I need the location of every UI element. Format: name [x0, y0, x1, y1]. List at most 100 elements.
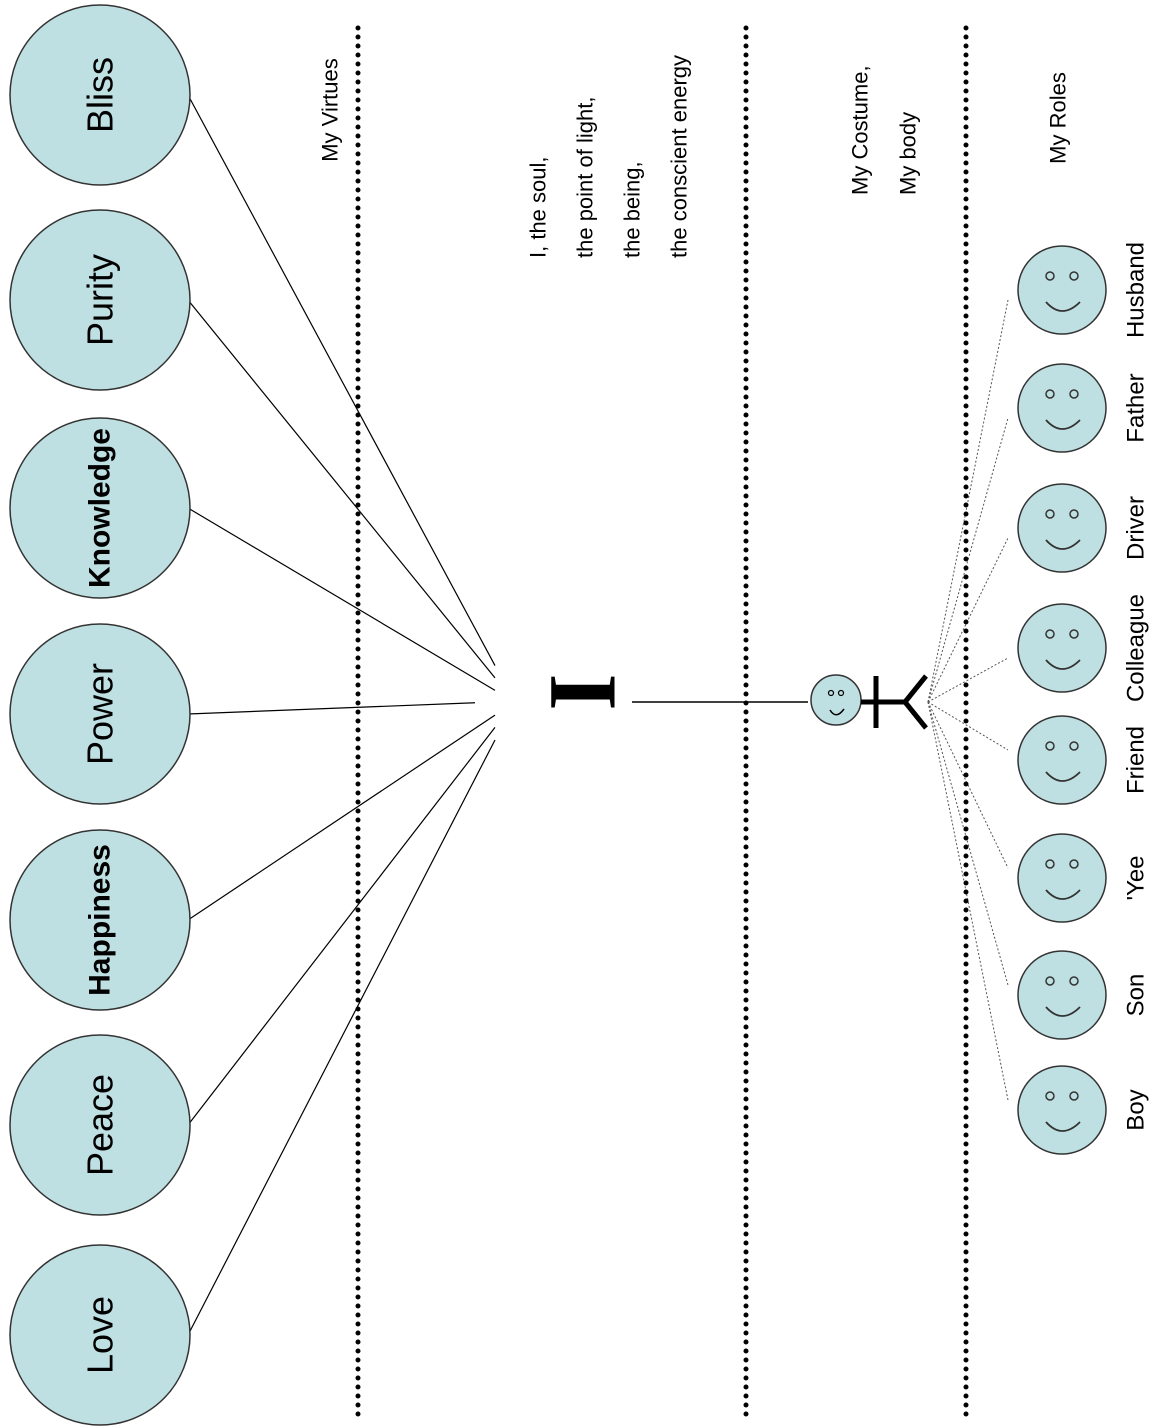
- role-face-eye: [1045, 741, 1055, 751]
- role-face-husband: Husband: [1017, 242, 1150, 338]
- role-face-mouth: [1045, 771, 1081, 782]
- soul-group: I: [529, 673, 808, 711]
- virtue-circle-shape: [9, 209, 191, 391]
- virtue-circle-peace: Peace: [9, 1034, 191, 1216]
- role-face-mouth: [1045, 419, 1081, 430]
- virtue-connector: [187, 739, 496, 1336]
- virtue-circle-shape: [9, 623, 191, 805]
- virtue-circle-bliss: Bliss: [9, 4, 191, 186]
- role-face-eye: [1069, 389, 1079, 399]
- role-connector: [927, 701, 1009, 986]
- role-face-eye: [1069, 629, 1079, 639]
- role-label: Father: [1123, 373, 1150, 442]
- role-label: Driver: [1123, 496, 1150, 560]
- body-eye: [827, 689, 835, 697]
- virtue-label: Knowledge: [84, 428, 117, 588]
- body-head: [810, 674, 862, 726]
- roles-label: My Roles: [1046, 72, 1071, 164]
- costume-description-line: My body: [896, 112, 921, 195]
- virtue-circle-purity: Purity: [9, 209, 191, 391]
- role-face-eye: [1045, 859, 1055, 869]
- role-face-eye: [1069, 271, 1079, 281]
- virtue-circle-knowledge: Knowledge: [9, 417, 191, 599]
- virtue-circle-power: Power: [9, 623, 191, 805]
- virtue-label: Love: [80, 1296, 121, 1374]
- role-face-circle: [1017, 245, 1107, 335]
- role-face-circle: [1017, 363, 1107, 453]
- role-connector: [927, 657, 1009, 703]
- virtue-connector: [187, 714, 496, 921]
- role-face-mouth: [1045, 1121, 1081, 1132]
- role-face-eye: [1045, 509, 1055, 519]
- role-face-yee: 'Yee: [1017, 833, 1150, 923]
- role-face-circle: [1017, 833, 1107, 923]
- virtue-label: Bliss: [80, 57, 121, 133]
- role-label: 'Yee: [1123, 855, 1150, 900]
- role-label: Boy: [1123, 1089, 1150, 1130]
- virtue-label: Peace: [80, 1074, 121, 1176]
- role-face-friend: Friend: [1017, 715, 1150, 805]
- virtue-connectors: [187, 94, 496, 1336]
- soul-description-line: the being,: [620, 161, 645, 258]
- body-mouth: [829, 708, 845, 716]
- body-leg: [903, 674, 928, 704]
- role-face-circle: [1017, 603, 1107, 693]
- virtue-connector: [187, 727, 496, 1126]
- role-face-circle: [1017, 950, 1107, 1040]
- costume-description-line: My Costume,: [848, 65, 873, 195]
- body-figure: [810, 674, 928, 730]
- role-face-father: Father: [1017, 363, 1150, 453]
- role-connector: [927, 701, 1009, 751]
- role-face-eye: [1045, 1091, 1055, 1101]
- soul-description-line: the conscient energy: [667, 55, 692, 258]
- virtue-circle-shape: [9, 829, 191, 1011]
- role-face-eye: [1069, 1091, 1079, 1101]
- virtue-label: Purity: [80, 254, 121, 346]
- soul-symbol: I: [529, 673, 636, 710]
- role-face-circle: [1017, 1065, 1107, 1155]
- soul-description-line: I, the soul,: [526, 156, 551, 258]
- virtue-circle-shape: [9, 417, 191, 599]
- role-face-eye: [1069, 859, 1079, 869]
- role-face-mouth: [1045, 659, 1081, 670]
- soul-description-line: the point of light,: [573, 97, 598, 258]
- role-face-mouth: [1045, 889, 1081, 900]
- role-label: Colleague: [1123, 594, 1150, 702]
- role-label: Husband: [1123, 242, 1150, 338]
- role-face-colleague: Colleague: [1017, 594, 1150, 702]
- virtue-circle-shape: [9, 1244, 191, 1426]
- role-label: Son: [1123, 974, 1150, 1017]
- virtue-circles: BlissPurityKnowledgePowerHappinessPeaceL…: [9, 4, 191, 1426]
- virtues-label: My Virtues: [318, 58, 343, 162]
- role-connector: [927, 537, 1009, 703]
- virtue-circle-love: Love: [9, 1244, 191, 1426]
- role-label: Friend: [1123, 726, 1150, 794]
- role-face-circle: [1017, 483, 1107, 573]
- role-face-eye: [1069, 741, 1079, 751]
- body-eye: [837, 689, 845, 697]
- role-connectors: [927, 299, 1009, 1101]
- virtue-circle-happiness: Happiness: [9, 829, 191, 1011]
- virtue-label: Power: [80, 663, 121, 765]
- virtue-label: Happiness: [84, 844, 117, 996]
- dotted-dividers: [355, 25, 969, 1421]
- role-connector: [927, 299, 1009, 703]
- virtue-connector: [187, 702, 476, 715]
- virtue-connector: [187, 94, 496, 666]
- role-face-boy: Boy: [1017, 1065, 1150, 1155]
- role-face-eye: [1045, 271, 1055, 281]
- role-face-mouth: [1045, 539, 1081, 550]
- role-face-eye: [1069, 509, 1079, 519]
- role-face-mouth: [1045, 301, 1081, 312]
- virtue-circle-shape: [9, 1034, 191, 1216]
- role-face-son: Son: [1017, 950, 1150, 1040]
- role-face-mouth: [1045, 1006, 1081, 1017]
- virtue-circle-shape: [9, 4, 191, 186]
- body-leg: [903, 700, 928, 730]
- section-labels: My Virtues I, the soul, the point of light…: [318, 55, 1071, 258]
- virtue-connector: [187, 299, 496, 679]
- role-face-eye: [1045, 976, 1055, 986]
